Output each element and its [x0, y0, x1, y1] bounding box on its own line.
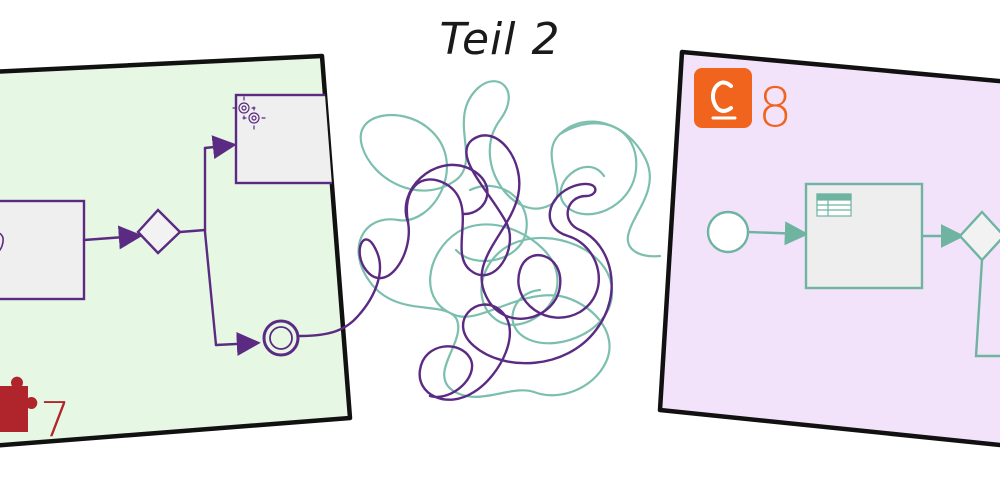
- gear-icon: [232, 96, 266, 130]
- tangle-teal: [357, 80, 662, 398]
- right-start-event: [706, 210, 750, 254]
- tangle-purple: [298, 134, 613, 401]
- page-title: Teil 2: [439, 14, 561, 65]
- left-service-task: [234, 93, 338, 185]
- left-version-number: 7: [40, 392, 71, 448]
- camunda-logo-icon: [694, 68, 752, 128]
- puzzle-logo-icon: [0, 376, 38, 432]
- right-panel: 8: [657, 49, 1000, 448]
- left-task-icon: [0, 231, 4, 254]
- left-gateway: [136, 208, 182, 255]
- left-panel: 7: [0, 53, 353, 448]
- right-version-number: 8: [758, 76, 792, 139]
- left-end-event: [262, 319, 300, 357]
- table-icon: [816, 193, 852, 217]
- left-task-box: [0, 199, 86, 301]
